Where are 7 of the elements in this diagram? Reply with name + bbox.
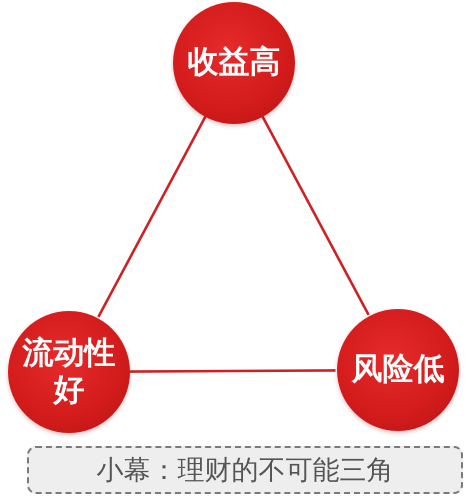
node-label: 流动性好 <box>21 334 116 410</box>
node-label: 收益高 <box>186 44 282 82</box>
node-label: 风险低 <box>350 351 446 389</box>
connector-line <box>97 116 206 318</box>
caption: 小幕：理财的不可能三角 <box>27 446 463 494</box>
connector-line <box>262 116 370 316</box>
connector-line <box>130 369 336 373</box>
